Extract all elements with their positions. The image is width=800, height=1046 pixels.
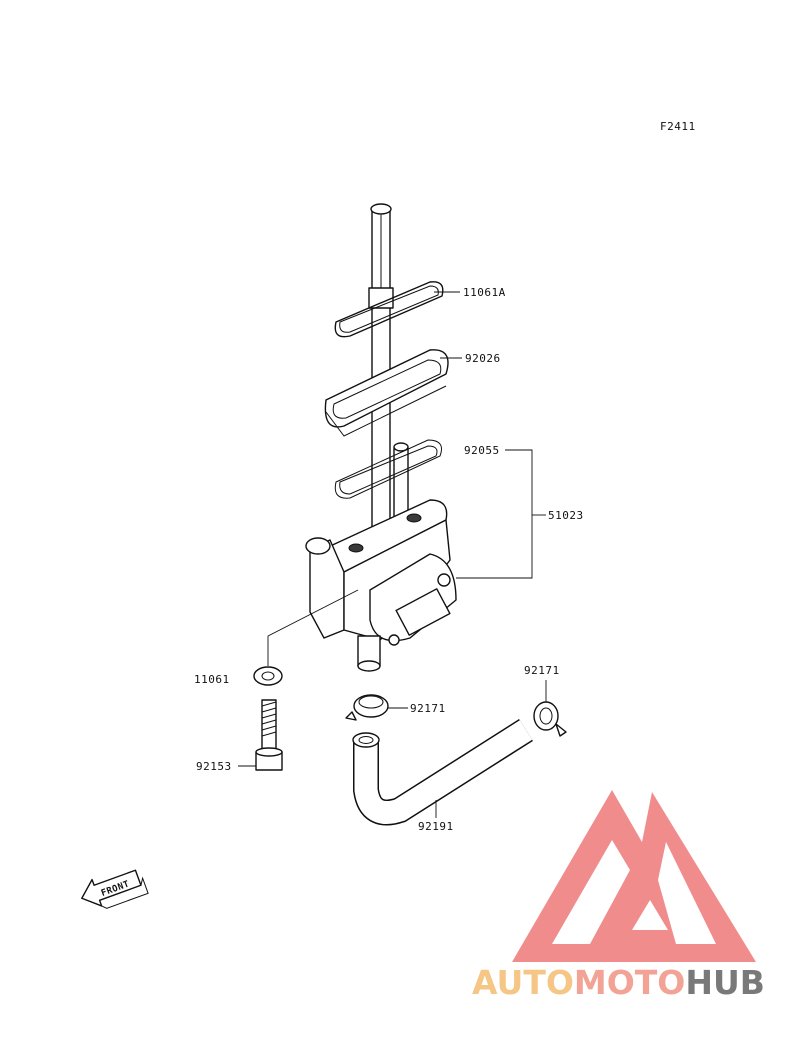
logo-text-moto: MOTO [574,963,685,1002]
o-ring-11061A [334,281,444,338]
logo-text: AUTOMOTOHUB [472,963,765,1002]
label-92026: 92026 [465,352,501,365]
o-ring-92055 [334,439,442,499]
leader-lines [238,291,547,818]
fuel-hose-92191 [352,719,533,826]
clamp-92171-left [345,694,389,721]
label-11061A: 11061A [463,286,506,299]
label-51023: 51023 [548,509,584,522]
washer-11061 [253,666,283,686]
label-92055: 92055 [464,444,500,457]
automotohub-logo: AUTOMOTOHUB [472,790,765,1002]
logo-text-auto: AUTO [472,963,574,1002]
label-92153: 92153 [196,760,232,773]
label-92171-left: 92171 [410,702,446,715]
figure-code: F2411 [660,120,696,133]
label-92191: 92191 [418,820,454,833]
logo-mark-icon [512,790,756,962]
bolt-92153 [255,699,283,771]
gasket-92026 [324,349,449,437]
clamp-92171-right [533,701,567,737]
label-92171-right: 92171 [524,664,560,677]
fuel-cock-body [305,499,457,672]
label-11061: 11061 [194,673,230,686]
logo-text-hub: HUB [685,963,765,1002]
front-direction-arrow: FRONT [81,869,149,909]
